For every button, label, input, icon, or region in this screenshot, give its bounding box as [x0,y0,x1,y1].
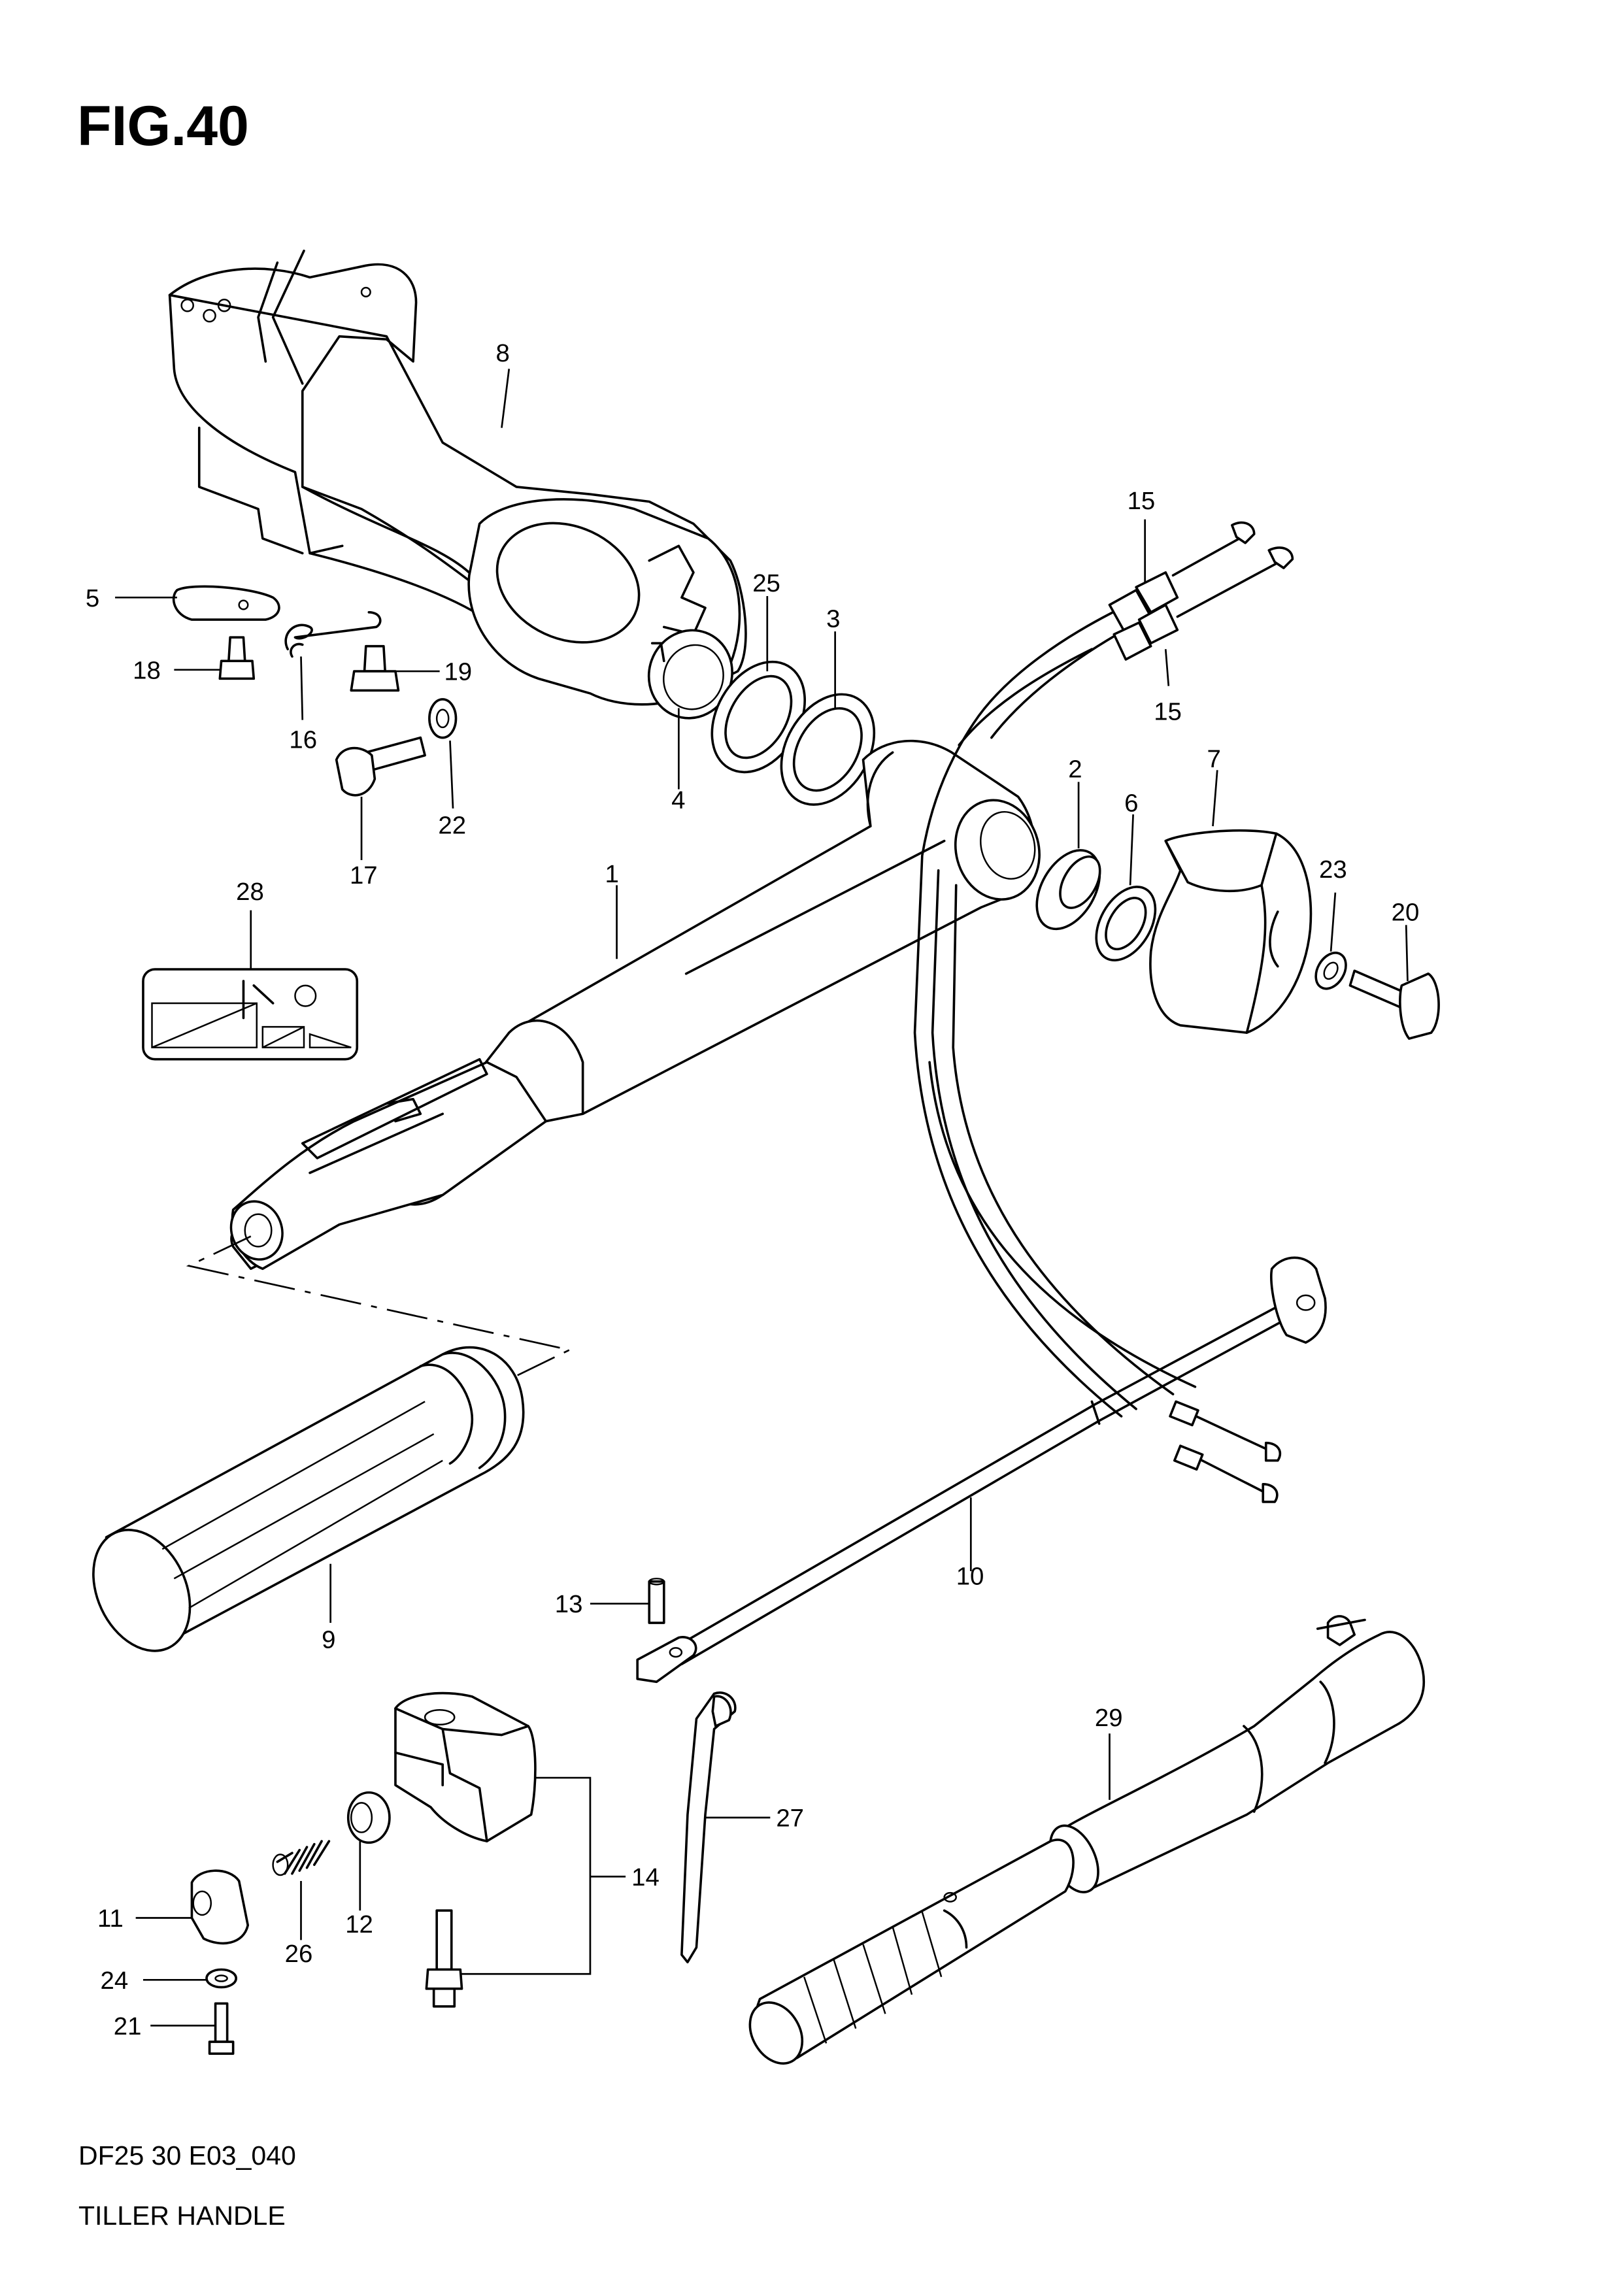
callout-18: 18 [133,656,161,684]
callout-labels: 1 2 3 4 5 6 7 8 9 10 11 12 13 14 15 15 1… [86,339,1419,2040]
part-28-label [142,968,359,1061]
callout-17: 17 [350,861,378,890]
part-21-screw [208,2002,235,2055]
callout-1: 1 [605,860,618,888]
part-6-washer [1095,886,1157,962]
part-24-lock-washer [205,1968,237,1989]
callout-7: 7 [1207,745,1220,773]
callout-3: 3 [826,605,840,633]
part-14-bolt [425,1909,463,2008]
callout-20: 20 [1392,899,1420,927]
part-5-plate [172,585,280,621]
callout-5: 5 [86,584,99,612]
part-14-friction-block [394,1691,537,1842]
callout-13: 13 [555,1590,583,1618]
part-12-cap [346,1791,391,1844]
callout-4: 4 [671,786,685,814]
callout-27: 27 [776,1805,804,1833]
part-1-tiller-arm [229,739,1041,1271]
part-25-ring [711,660,807,774]
part-26-spring [272,1840,331,1876]
part-20-bolt [1348,969,1440,1040]
part-13-pin [648,1578,665,1624]
part-2-bushing [1035,849,1101,931]
callout-9: 9 [322,1625,335,1654]
part-10-throttle-rod [636,1256,1327,1684]
part-15-throttle-cables [913,521,1294,1503]
part-19-screw [350,644,400,692]
callout-22: 22 [438,811,466,839]
callout-29: 29 [1095,1704,1123,1732]
part-8-tiller-bracket [168,249,747,720]
callout-2: 2 [1068,756,1082,784]
part-16-spring [284,610,382,658]
part-4-seal [650,642,665,663]
callout-6: 6 [1124,790,1138,818]
callout-10: 10 [956,1562,984,1590]
assembly-centerline [186,1235,573,1380]
part-18-screw [218,636,256,680]
diagram-code: DF25 30 E03_040 [78,2140,296,2171]
callout-25: 25 [752,569,780,597]
callout-8: 8 [495,339,509,367]
callout-12: 12 [345,1910,373,1938]
part-27-cable-tie [680,1691,737,1964]
callout-16: 16 [289,725,317,754]
callout-24: 24 [100,1967,128,1995]
part-7-cover [1149,829,1313,1034]
figure-title: FIG.40 [77,95,249,158]
callout-26: 26 [285,1940,313,1968]
part-11-knob [190,1869,250,1945]
part-3-ring [780,693,876,806]
callout-23: 23 [1319,856,1347,884]
callout-19: 19 [444,658,472,686]
part-29-extension-handle [1048,1615,1426,1893]
leader-lines [115,369,1409,2027]
callout-15-lower: 15 [1154,698,1182,726]
part-9-grip [92,1346,525,1652]
diagram-name: TILLER HANDLE [78,2201,286,2231]
callout-21: 21 [114,2012,142,2040]
part-23-washer [1314,952,1347,990]
callout-11: 11 [97,1905,124,1933]
callout-28: 28 [236,878,264,906]
part-17-bolt [335,736,426,797]
part-29-grip-section [748,1838,1075,2065]
callout-15-upper: 15 [1128,487,1156,515]
callout-14: 14 [631,1863,660,1891]
part-22-washer [428,698,458,739]
